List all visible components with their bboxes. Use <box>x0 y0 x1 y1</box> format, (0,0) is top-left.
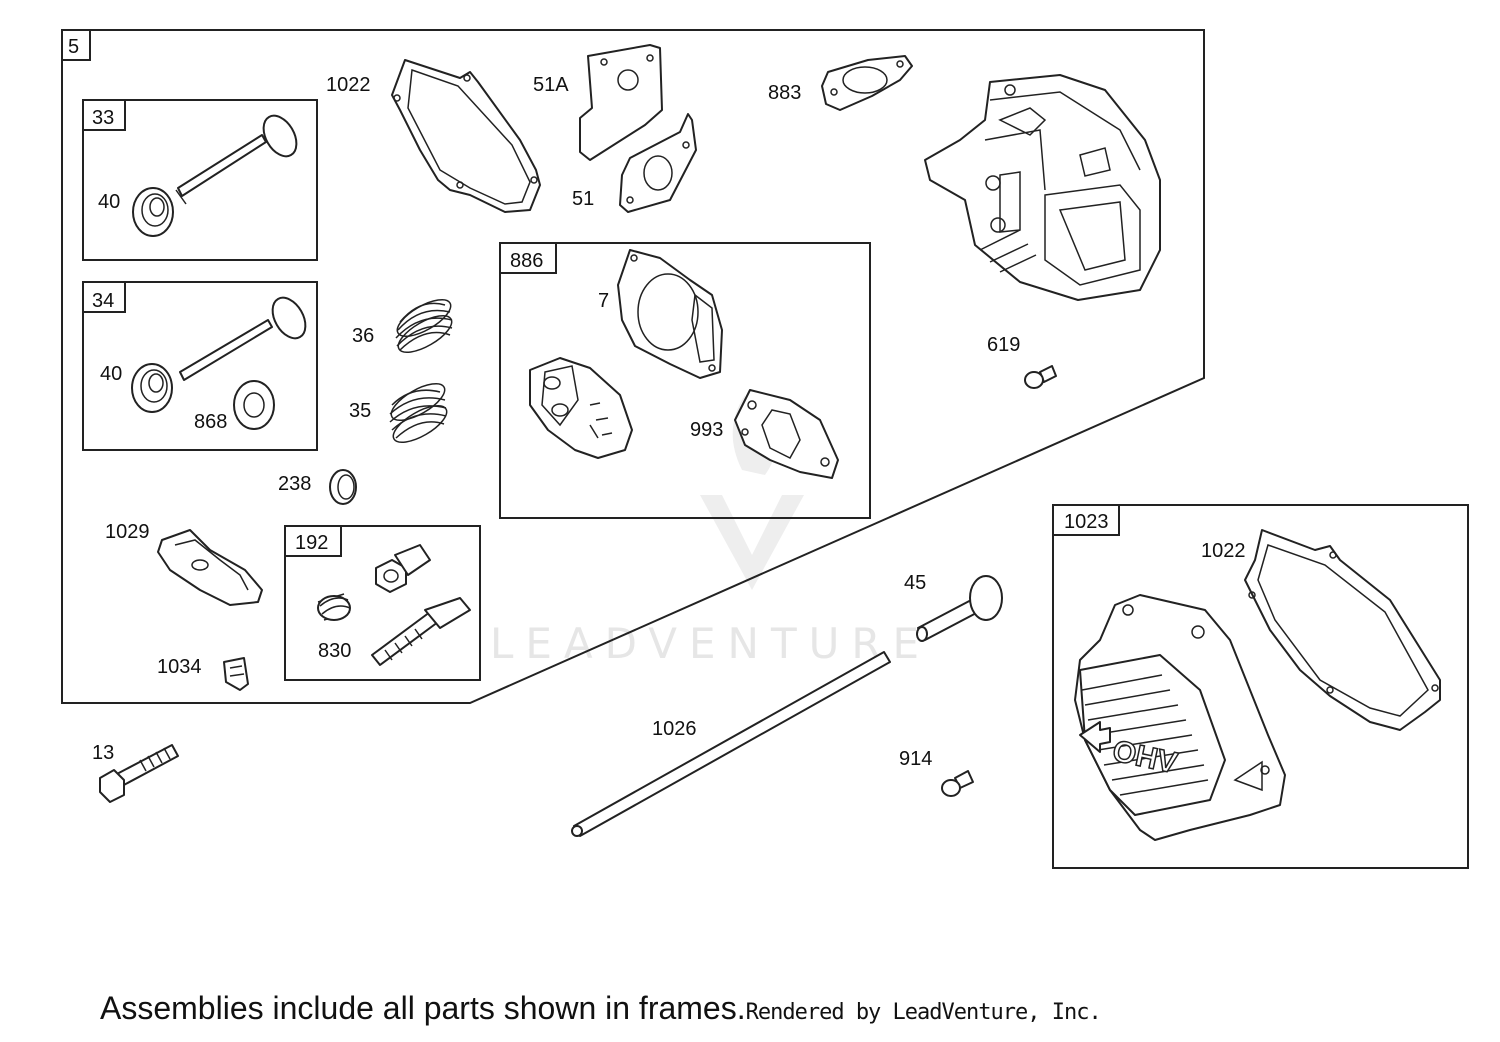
screw-619: 619 <box>987 334 1057 389</box>
frame-5: 5 <box>61 29 1205 704</box>
label-993: 993 <box>690 419 723 441</box>
label-1034: 1034 <box>157 656 202 678</box>
valve-spring-36: 36 <box>352 299 453 353</box>
head-gasket-7 <box>617 249 723 379</box>
frame-1023: 1023 1022 OHV <box>1052 504 1469 869</box>
label-36: 36 <box>352 325 374 347</box>
label-40-top: 40 <box>98 191 120 213</box>
gasket-plate <box>529 357 633 459</box>
plate-993 <box>734 389 839 479</box>
frame-192-label: 192 <box>295 532 328 554</box>
label-1022-top: 1022 <box>326 74 371 96</box>
frame-33-label: 33 <box>92 107 114 129</box>
rendered-by-credit: Rendered by LeadVenture, Inc. <box>745 1000 1102 1025</box>
nut <box>375 544 431 593</box>
cylinder-head <box>924 74 1161 301</box>
valve-spring-cap-top <box>132 187 174 237</box>
label-619: 619 <box>987 334 1020 356</box>
clip-1034: 1034 <box>157 656 249 691</box>
frame-192: 192 830 <box>284 525 481 681</box>
label-868: 868 <box>194 411 227 433</box>
exhaust-valve <box>179 296 307 381</box>
label-51: 51 <box>572 188 594 210</box>
screw-914: 914 <box>899 748 974 797</box>
label-35: 35 <box>349 400 371 422</box>
tappet-45: 45 <box>904 572 1003 642</box>
label-883: 883 <box>768 82 801 104</box>
gasket-51a: 51A <box>533 44 663 161</box>
watermark-text: LEADVENTURE <box>490 619 931 668</box>
rocker-cover-1023: OHV <box>1074 594 1286 841</box>
valve-spring-35: 35 <box>349 383 448 443</box>
gasket-883: 883 <box>768 55 913 111</box>
frame-34-label: 34 <box>92 290 114 312</box>
label-830: 830 <box>318 640 351 662</box>
rocker-cover-gasket-top: 1022 <box>326 59 541 213</box>
label-7: 7 <box>598 290 609 312</box>
label-1029: 1029 <box>105 521 150 543</box>
label-45: 45 <box>904 572 926 594</box>
intake-valve <box>175 114 298 205</box>
label-1022-bottom: 1022 <box>1201 540 1246 562</box>
frame-1023-label: 1023 <box>1064 511 1109 533</box>
bolt-13: 13 <box>92 742 179 803</box>
label-238: 238 <box>278 473 311 495</box>
label-40-bottom: 40 <box>100 363 122 385</box>
label-914: 914 <box>899 748 932 770</box>
rocker-cover-gasket-bottom <box>1244 529 1441 731</box>
footer: Assemblies include all parts shown in fr… <box>100 990 1102 1027</box>
valve-spring-cap-bottom <box>131 363 173 413</box>
frame-33: 33 40 <box>82 99 318 261</box>
frame-886-label: 886 <box>510 250 543 272</box>
rocker-arm-1029: 1029 <box>105 521 263 606</box>
spring-small <box>317 593 351 621</box>
label-1026: 1026 <box>652 718 697 740</box>
gasket-51: 51 <box>572 113 697 213</box>
frame-886: 886 7 993 <box>499 242 871 519</box>
assemblies-note: Assemblies include all parts shown in fr… <box>100 990 746 1026</box>
push-rod-1026: 1026 <box>571 651 891 837</box>
plug-238: 238 <box>278 469 357 505</box>
label-51a: 51A <box>533 74 569 96</box>
valve-seal <box>233 380 275 430</box>
frame-5-label: 5 <box>68 36 79 58</box>
stud <box>371 597 471 666</box>
frame-34: 34 40 868 <box>82 281 318 451</box>
label-13: 13 <box>92 742 114 764</box>
